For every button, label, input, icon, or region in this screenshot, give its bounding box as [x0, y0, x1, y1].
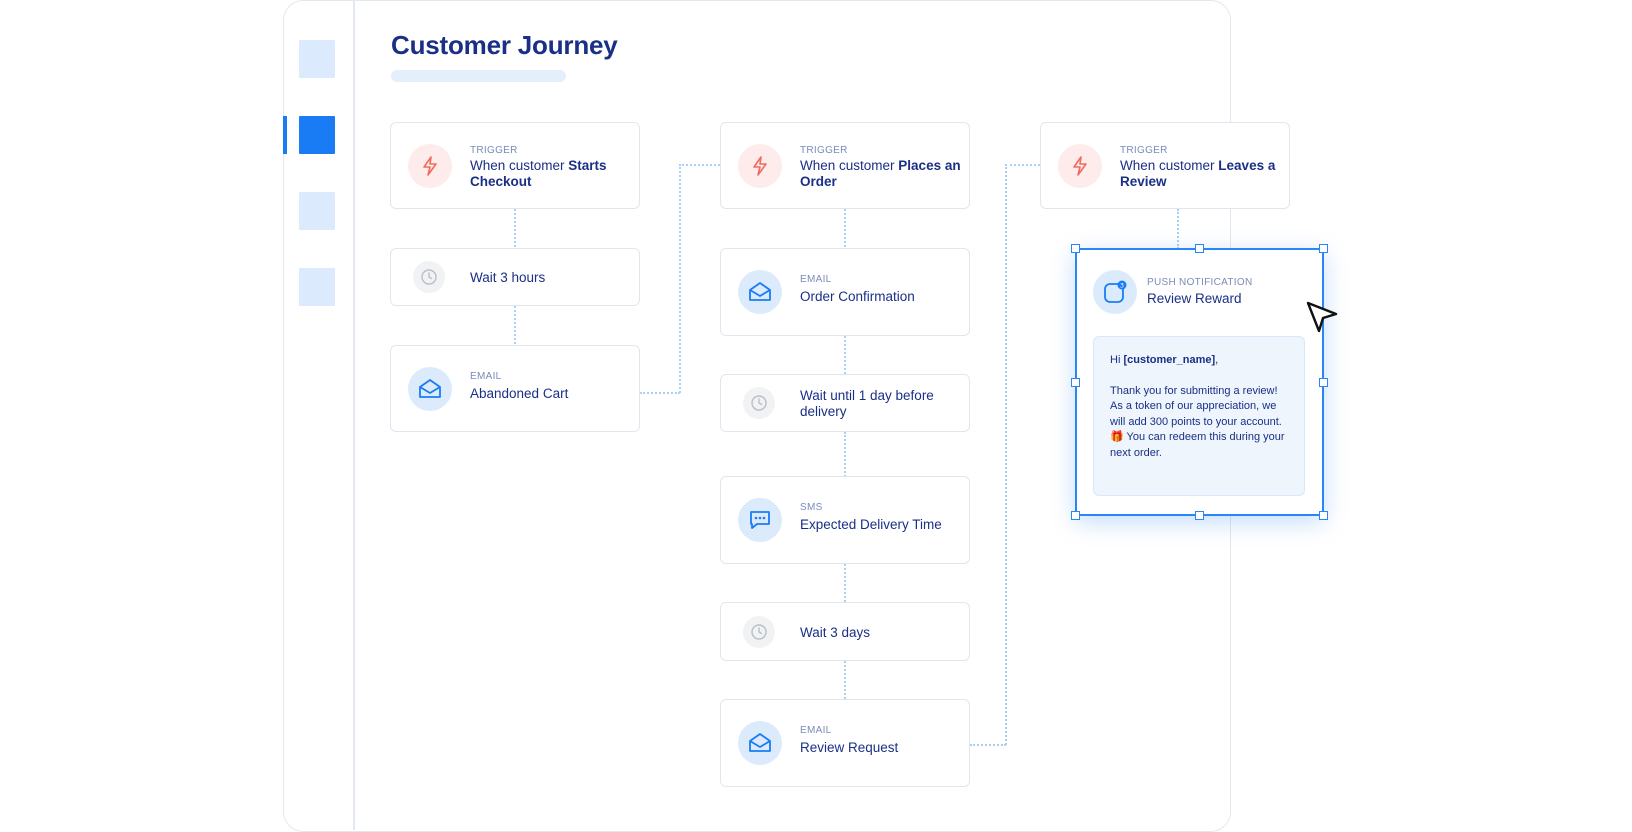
message-greeting: Hi [customer_name], — [1110, 354, 1219, 366]
card-label: Review Request — [800, 740, 899, 755]
sidebar-item-4[interactable] — [299, 268, 335, 306]
connector — [970, 744, 1006, 746]
connector — [514, 209, 516, 247]
resize-handle-bottom[interactable] — [1195, 511, 1204, 520]
title-placeholder-bar — [391, 70, 566, 82]
resize-handle-left[interactable] — [1071, 378, 1080, 387]
card-kind: EMAIL — [470, 371, 502, 382]
email-card-abandoned-cart[interactable]: EMAIL Abandoned Cart — [390, 345, 640, 432]
envelope-open-icon — [408, 367, 452, 411]
resize-handle-bottom-left[interactable] — [1071, 511, 1080, 520]
lightning-icon — [738, 144, 782, 188]
card-kind: TRIGGER — [800, 145, 848, 156]
connector — [844, 336, 846, 374]
connector — [1005, 164, 1007, 745]
connector — [1005, 164, 1040, 166]
envelope-open-icon — [738, 721, 782, 765]
clock-icon — [743, 387, 775, 419]
card-label: Order Confirmation — [800, 289, 915, 304]
push-notification-card-selected[interactable]: 3 PUSH NOTIFICATION Review Reward Hi [cu… — [1075, 248, 1324, 516]
page-title: Customer Journey — [391, 30, 618, 60]
connector — [844, 432, 846, 477]
pointer-cursor-icon — [1305, 300, 1341, 341]
resize-handle-top[interactable] — [1195, 244, 1204, 253]
card-label: Wait 3 hours — [470, 270, 546, 285]
envelope-open-icon — [738, 270, 782, 314]
card-label: Wait until 1 day before delivery — [800, 388, 934, 419]
lightning-icon — [1058, 144, 1102, 188]
trigger-card-starts-checkout[interactable]: TRIGGER When customer Starts Checkout — [390, 122, 640, 209]
card-kind: TRIGGER — [470, 145, 518, 156]
message-body: Thank you for submitting a review! As a … — [1110, 384, 1285, 459]
card-label: Expected Delivery Time — [800, 517, 942, 532]
sms-card-expected-delivery[interactable]: SMS Expected Delivery Time — [720, 476, 970, 564]
wait-card[interactable]: Wait 3 hours — [390, 248, 640, 306]
connector — [1177, 209, 1179, 249]
trigger-card-places-order[interactable]: TRIGGER When customer Places an Order — [720, 122, 970, 209]
sidebar-item-2[interactable] — [299, 116, 335, 154]
connector — [640, 392, 680, 394]
card-kind: SMS — [800, 502, 823, 513]
sidebar-active-indicator — [283, 116, 287, 154]
connector — [844, 209, 846, 247]
card-kind: TRIGGER — [1120, 145, 1168, 156]
app-notification-icon: 3 — [1093, 270, 1137, 314]
card-label: Review Reward — [1147, 291, 1242, 306]
sidebar-item-3[interactable] — [299, 192, 335, 230]
card-label: Abandoned Cart — [470, 386, 569, 401]
message-preview: Hi [customer_name], Thank you for submit… — [1093, 336, 1305, 496]
card-label: When customer Starts Checkout — [470, 158, 607, 189]
gift-emoji: 🎁 — [1110, 431, 1124, 443]
notification-badge-count: 3 — [1120, 281, 1124, 289]
lightning-icon — [408, 144, 452, 188]
connector — [514, 306, 516, 344]
card-label: Wait 3 days — [800, 625, 871, 640]
sidebar-divider — [353, 0, 355, 830]
card-label: When customer Leaves a Review — [1120, 158, 1276, 189]
connector — [844, 564, 846, 602]
connector — [679, 164, 720, 166]
resize-handle-right[interactable] — [1319, 378, 1328, 387]
connector — [844, 661, 846, 699]
sidebar-item-1[interactable] — [299, 40, 335, 78]
clock-icon — [413, 261, 445, 293]
card-kind: EMAIL — [800, 274, 832, 285]
card-kind: PUSH NOTIFICATION — [1147, 277, 1253, 288]
resize-handle-top-right[interactable] — [1319, 244, 1328, 253]
resize-handle-top-left[interactable] — [1071, 244, 1080, 253]
connector — [679, 164, 681, 393]
email-card-order-confirmation[interactable]: EMAIL Order Confirmation — [720, 248, 970, 336]
clock-icon — [743, 616, 775, 648]
chat-bubble-icon — [738, 498, 782, 542]
card-label: When customer Places an Order — [800, 158, 961, 189]
card-kind: EMAIL — [800, 725, 832, 736]
wait-card[interactable]: Wait until 1 day before delivery — [720, 374, 970, 432]
email-card-review-request[interactable]: EMAIL Review Request — [720, 699, 970, 787]
trigger-card-leaves-review[interactable]: TRIGGER When customer Leaves a Review — [1040, 122, 1290, 209]
wait-card[interactable]: Wait 3 days — [720, 602, 970, 661]
resize-handle-bottom-right[interactable] — [1319, 511, 1328, 520]
